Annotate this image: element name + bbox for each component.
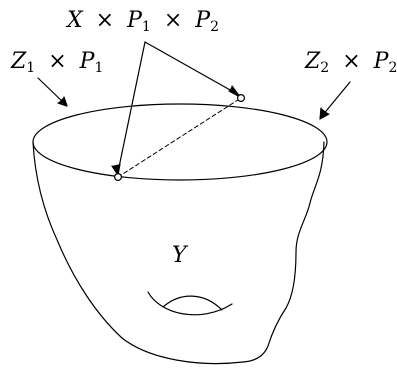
boundary-ellipse [32, 103, 328, 181]
arrow-to-right-point [144, 41, 240, 96]
right-label: Z2 × P2 [305, 49, 397, 76]
left-label-z1: Z [11, 49, 27, 74]
top-label-p1-sub: 1 [141, 19, 151, 35]
left-label: Z1 × P1 [11, 49, 104, 76]
center-label-y: Y [172, 243, 187, 268]
left-label-p1: P [79, 49, 95, 74]
arrowhead-z1p1 [57, 96, 68, 107]
top-label-x: X [67, 8, 83, 33]
left-label-p1-sub: 1 [94, 60, 104, 76]
center-label: Y [172, 245, 187, 267]
right-label-op: × [342, 49, 361, 74]
left-label-z1-sub: 1 [26, 60, 36, 76]
handle-lower-curve [147, 291, 233, 316]
right-label-p2-sub: 2 [388, 60, 397, 76]
right-label-z2-sub: 2 [320, 60, 330, 76]
arrow-z1p1 [37, 77, 66, 105]
handle-upper-curve [162, 295, 223, 311]
arrow-to-left-point [117, 41, 146, 173]
dashed-chord [117, 97, 242, 178]
top-label-p2-sub: 2 [210, 19, 220, 35]
top-label: X × P1 × P2 [67, 8, 220, 35]
right-label-p2: P [373, 49, 389, 74]
top-label-op1: × [95, 8, 115, 33]
left-point [113, 173, 122, 182]
body-outline [32, 141, 325, 365]
top-label-p1: P [127, 8, 142, 33]
left-label-op: × [48, 49, 67, 74]
right-label-z2: Z [305, 49, 321, 74]
arrow-z2p2 [321, 81, 351, 117]
top-label-op2: × [163, 8, 183, 33]
right-point [237, 93, 246, 102]
top-label-p2: P [195, 8, 211, 33]
arrowhead-z2p2 [319, 107, 330, 120]
